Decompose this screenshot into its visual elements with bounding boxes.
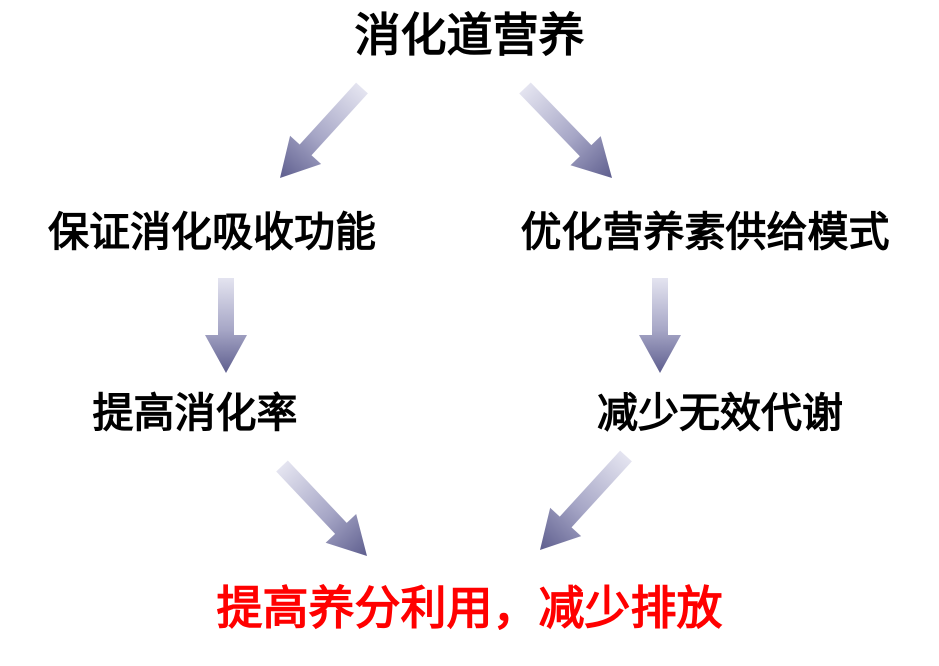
arrow-top-to-left-1 <box>279 82 368 178</box>
arrow-left-1-to-left-2 <box>205 278 247 373</box>
arrow-right-2-to-bottom <box>539 450 632 550</box>
arrow-right-1-to-right-2 <box>639 278 681 373</box>
node-ensure-digestion-absorption: 保证消化吸收功能 <box>48 208 376 256</box>
arrow-left-2-to-bottom <box>276 460 367 556</box>
node-digestive-tract-nutrition: 消化道营养 <box>354 8 585 62</box>
node-improve-digestibility: 提高消化率 <box>92 389 298 437</box>
arrow-top-to-right-1 <box>519 82 612 178</box>
node-reduce-ineffective-metabolism: 减少无效代谢 <box>597 389 843 437</box>
node-optimize-nutrient-supply: 优化营养素供给模式 <box>520 208 890 256</box>
node-outcome-improve-utilization-reduce-emission: 提高养分利用，减少排放 <box>216 581 723 635</box>
